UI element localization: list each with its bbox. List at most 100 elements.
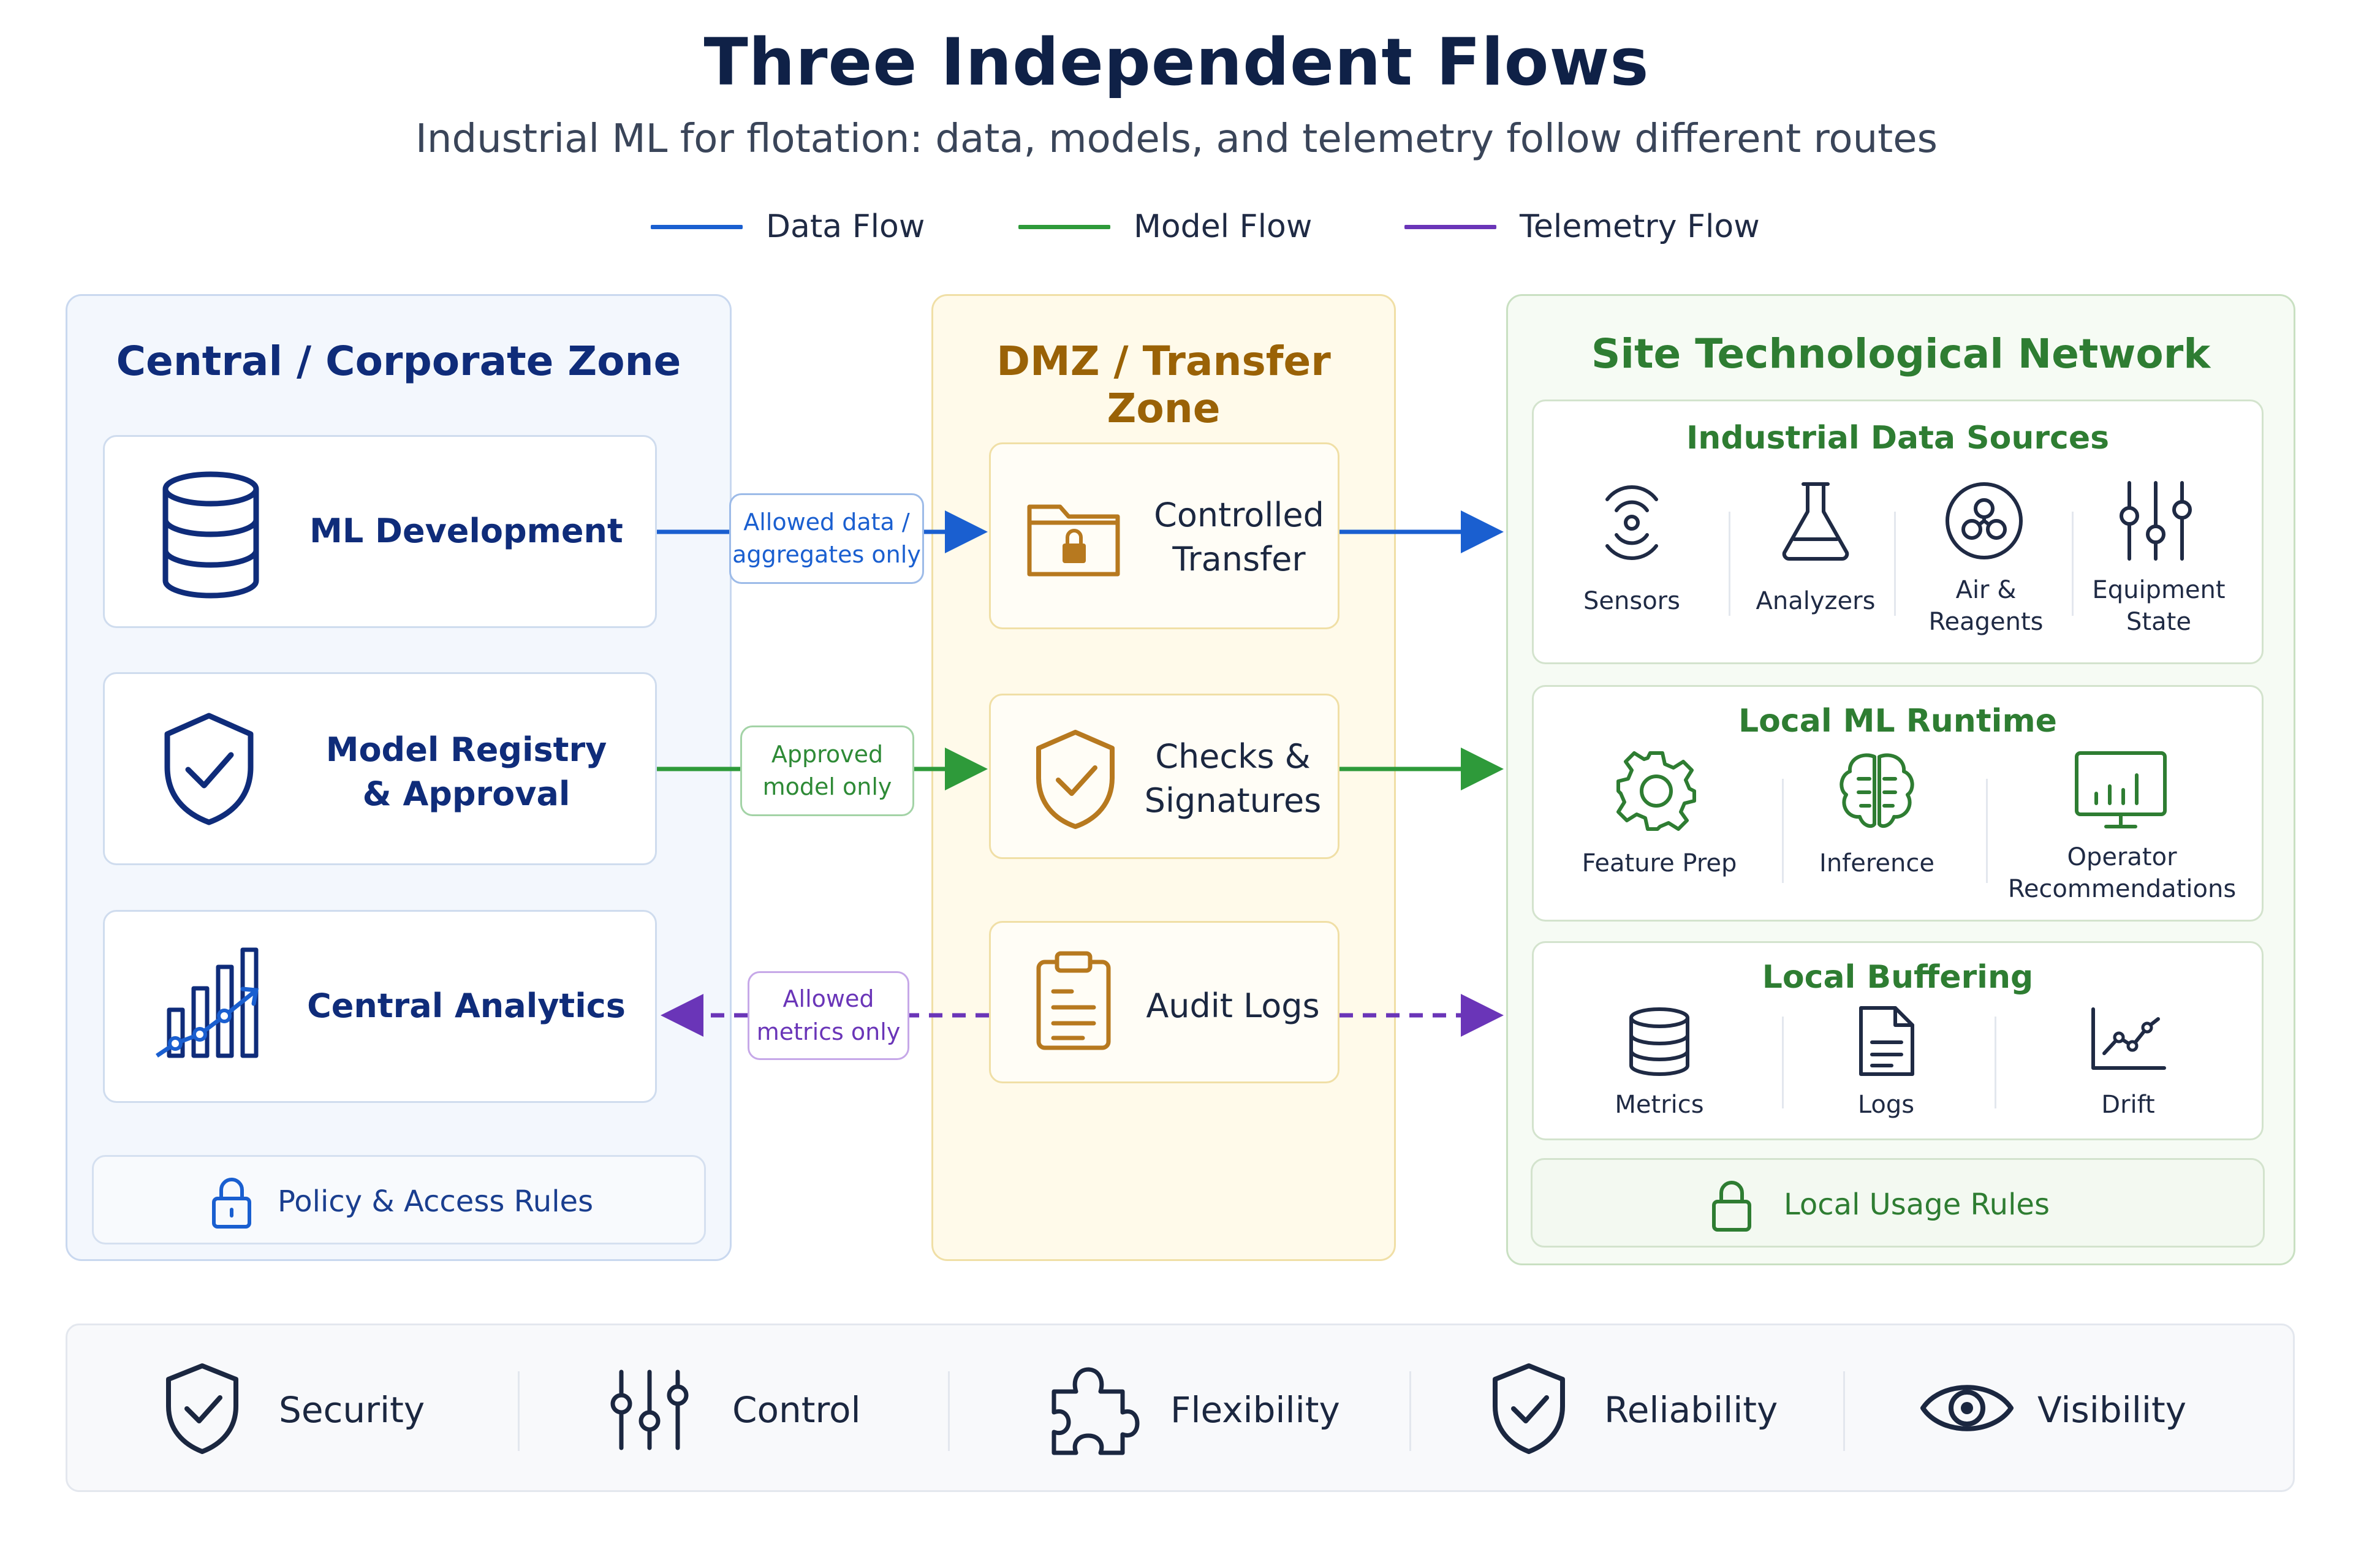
shield-check-icon	[164, 713, 254, 825]
analytics-chart-icon	[156, 947, 259, 1058]
monitor-chart-icon	[2075, 751, 2167, 828]
inference-label: Inference	[1819, 849, 1934, 877]
reliability-label: Reliability	[1604, 1389, 1778, 1431]
legend-telemetry-label: Telemetry Flow	[1520, 208, 1760, 245]
audit-logs-card[interactable]: Audit Logs	[989, 921, 1339, 1083]
site-zone-title: Site Technological Network	[1591, 330, 2211, 377]
equipment-state-label: Equipment State	[2088, 574, 2229, 638]
legend-data-label: Data Flow	[766, 208, 925, 245]
local-usage-rules-label: Local Usage Rules	[1784, 1187, 2050, 1222]
separator	[1409, 1371, 1411, 1451]
lock-icon	[1712, 1181, 1751, 1232]
dmz-zone-title: DMZ / Transfer Zone	[996, 338, 1331, 432]
feature-prep-label: Feature Prep	[1582, 849, 1737, 877]
industrial-data-sources-panel: Industrial Data Sources Sensors Analyzer…	[1532, 400, 2264, 664]
allowed-data-pill: Allowed data / aggregates only	[729, 493, 924, 584]
security-shield-icon	[166, 1363, 238, 1454]
central-analytics-card[interactable]: Central Analytics	[103, 910, 657, 1103]
flask-icon	[1782, 482, 1849, 561]
checks-signatures-card[interactable]: Checks & Signatures	[989, 694, 1339, 859]
separator	[2072, 512, 2074, 616]
allowed-data-line1: Allowed data /	[743, 508, 910, 536]
ml-development-card[interactable]: ML Development	[103, 435, 657, 628]
gear-icon	[1616, 751, 1696, 831]
brain-chip-icon	[1840, 753, 1914, 828]
legend-telemetry-swatch	[1404, 224, 1496, 229]
checks-line2: Signatures	[1144, 781, 1322, 820]
local-usage-rules[interactable]: Local Usage Rules	[1531, 1158, 2265, 1248]
central-zone-title: Central / Corporate Zone	[116, 338, 681, 385]
approved-line1: Approved	[771, 740, 884, 768]
flexibility-label: Flexibility	[1170, 1389, 1340, 1431]
equipment-sliders-icon	[2120, 481, 2192, 561]
checks-signatures-label: Checks & Signatures	[1138, 735, 1328, 823]
drift-label: Drift	[2101, 1091, 2155, 1119]
ml-development-label: ML Development	[309, 512, 623, 550]
separator	[948, 1371, 950, 1451]
approved-model-pill: Approved model only	[740, 725, 914, 816]
document-icon	[1859, 1006, 1914, 1076]
data-sources-title: Industrial Data Sources	[1686, 420, 2110, 456]
model-registry-line2: & Approval	[362, 774, 570, 813]
lock-icon	[212, 1178, 251, 1229]
drift-chart-icon	[2091, 1007, 2166, 1070]
metrics-label: Metrics	[1615, 1091, 1704, 1119]
air-reagents-label: Air & Reagents	[1912, 574, 2059, 638]
allowed-data-line2: aggregates only	[732, 541, 921, 568]
separator	[1995, 1017, 1996, 1108]
legend-data-swatch	[651, 224, 743, 229]
operator-line2: Recommendations	[2007, 875, 2237, 903]
checks-line1: Checks &	[1155, 737, 1311, 776]
control-sliders-icon	[610, 1369, 689, 1450]
controlled-transfer-label: Controlled Transfer	[1150, 493, 1328, 581]
separator	[1782, 1017, 1784, 1108]
policy-access-rules[interactable]: Policy & Access Rules	[92, 1155, 706, 1244]
buffering-title: Local Buffering	[1762, 959, 2034, 996]
analyzers-label: Analyzers	[1756, 587, 1876, 615]
equipment-line2: State	[2126, 608, 2191, 636]
legend-model-label: Model Flow	[1134, 208, 1313, 245]
clipboard-icon	[1036, 951, 1111, 1050]
control-label: Control	[732, 1389, 861, 1431]
security-label: Security	[279, 1389, 425, 1431]
visibility-label: Visibility	[2037, 1389, 2187, 1431]
air-line2: Reagents	[1928, 608, 2044, 636]
shield-check-icon	[1036, 730, 1115, 829]
principles-bar: Security Control Flexibility Reliability	[66, 1324, 2295, 1492]
legend-model-swatch	[1018, 224, 1110, 229]
runtime-title: Local ML Runtime	[1738, 703, 2057, 740]
separator	[1843, 1371, 1845, 1451]
page-title: Three Independent Flows	[703, 25, 1650, 100]
separator	[1729, 512, 1730, 616]
air-reagents-icon	[1946, 482, 2023, 559]
air-line1: Air &	[1955, 576, 2017, 604]
puzzle-icon	[1051, 1367, 1140, 1455]
separator	[518, 1371, 520, 1451]
legend-data-flow: Data Flow	[651, 205, 925, 248]
policy-label: Policy & Access Rules	[278, 1184, 594, 1219]
sensors-label: Sensors	[1583, 587, 1680, 615]
separator	[1782, 779, 1784, 883]
central-analytics-label: Central Analytics	[307, 987, 626, 1025]
eye-icon	[1920, 1385, 2014, 1431]
model-registry-card[interactable]: Model Registry & Approval	[103, 672, 657, 865]
controlled-transfer-line1: Controlled	[1154, 496, 1324, 534]
folder-lock-icon	[1027, 504, 1120, 577]
metrics-line2: metrics only	[756, 1018, 901, 1045]
model-registry-label: Model Registry & Approval	[307, 728, 626, 816]
equipment-line1: Equipment	[2092, 576, 2226, 604]
separator	[1894, 512, 1896, 616]
audit-logs-label: Audit Logs	[1146, 987, 1320, 1025]
page-subtitle: Industrial ML for flotation: data, model…	[415, 116, 1938, 162]
database-icon	[162, 471, 259, 599]
legend-telemetry-flow: Telemetry Flow	[1404, 205, 1760, 248]
operator-line1: Operator	[2067, 843, 2177, 871]
controlled-transfer-card[interactable]: Controlled Transfer	[989, 442, 1339, 629]
local-ml-runtime-panel: Local ML Runtime Feature Prep Inference	[1532, 685, 2264, 922]
reliability-shield-icon	[1493, 1363, 1565, 1454]
metrics-line1: Allowed	[782, 985, 874, 1013]
sensor-icon	[1605, 485, 1658, 560]
controlled-transfer-line2: Transfer	[1172, 539, 1306, 578]
